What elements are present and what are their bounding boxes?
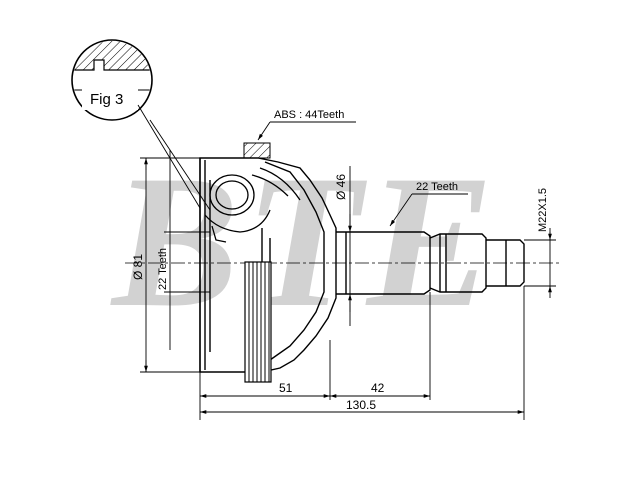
shaft-spline-callout: 22 Teeth (389, 181, 468, 227)
inner-spline-dim (164, 150, 210, 350)
outer-diameter-dim (140, 157, 200, 373)
stub-shaft (336, 231, 525, 295)
brand-watermark: BTE (110, 137, 500, 347)
abs-callout: ABS : 44Teeth (257, 109, 356, 141)
abs-ring (244, 261, 272, 383)
abs-teeth-top (243, 142, 271, 159)
detail-circle: Fig 3 (71, 39, 153, 121)
abs-teeth-label: ABS : 44Teeth (274, 109, 344, 121)
ball-cage (204, 167, 301, 243)
inner-spline-label: 22 Teeth (157, 248, 169, 290)
thread-dim (524, 228, 556, 298)
bell-length-label: 51 (279, 381, 293, 395)
outer-diameter-label: Ø 81 (131, 254, 145, 280)
shaft-length-label: 42 (371, 381, 385, 395)
detail-label: Fig 3 (90, 91, 123, 108)
thread-label: M22X1.5 (537, 188, 549, 232)
seal-diameter-label: Ø 46 (334, 174, 348, 200)
length-dims (199, 286, 525, 420)
overall-length-label: 130.5 (346, 398, 376, 412)
shaft-spline-label: 22 Teeth (416, 181, 458, 193)
detail-leaders (137, 104, 211, 211)
